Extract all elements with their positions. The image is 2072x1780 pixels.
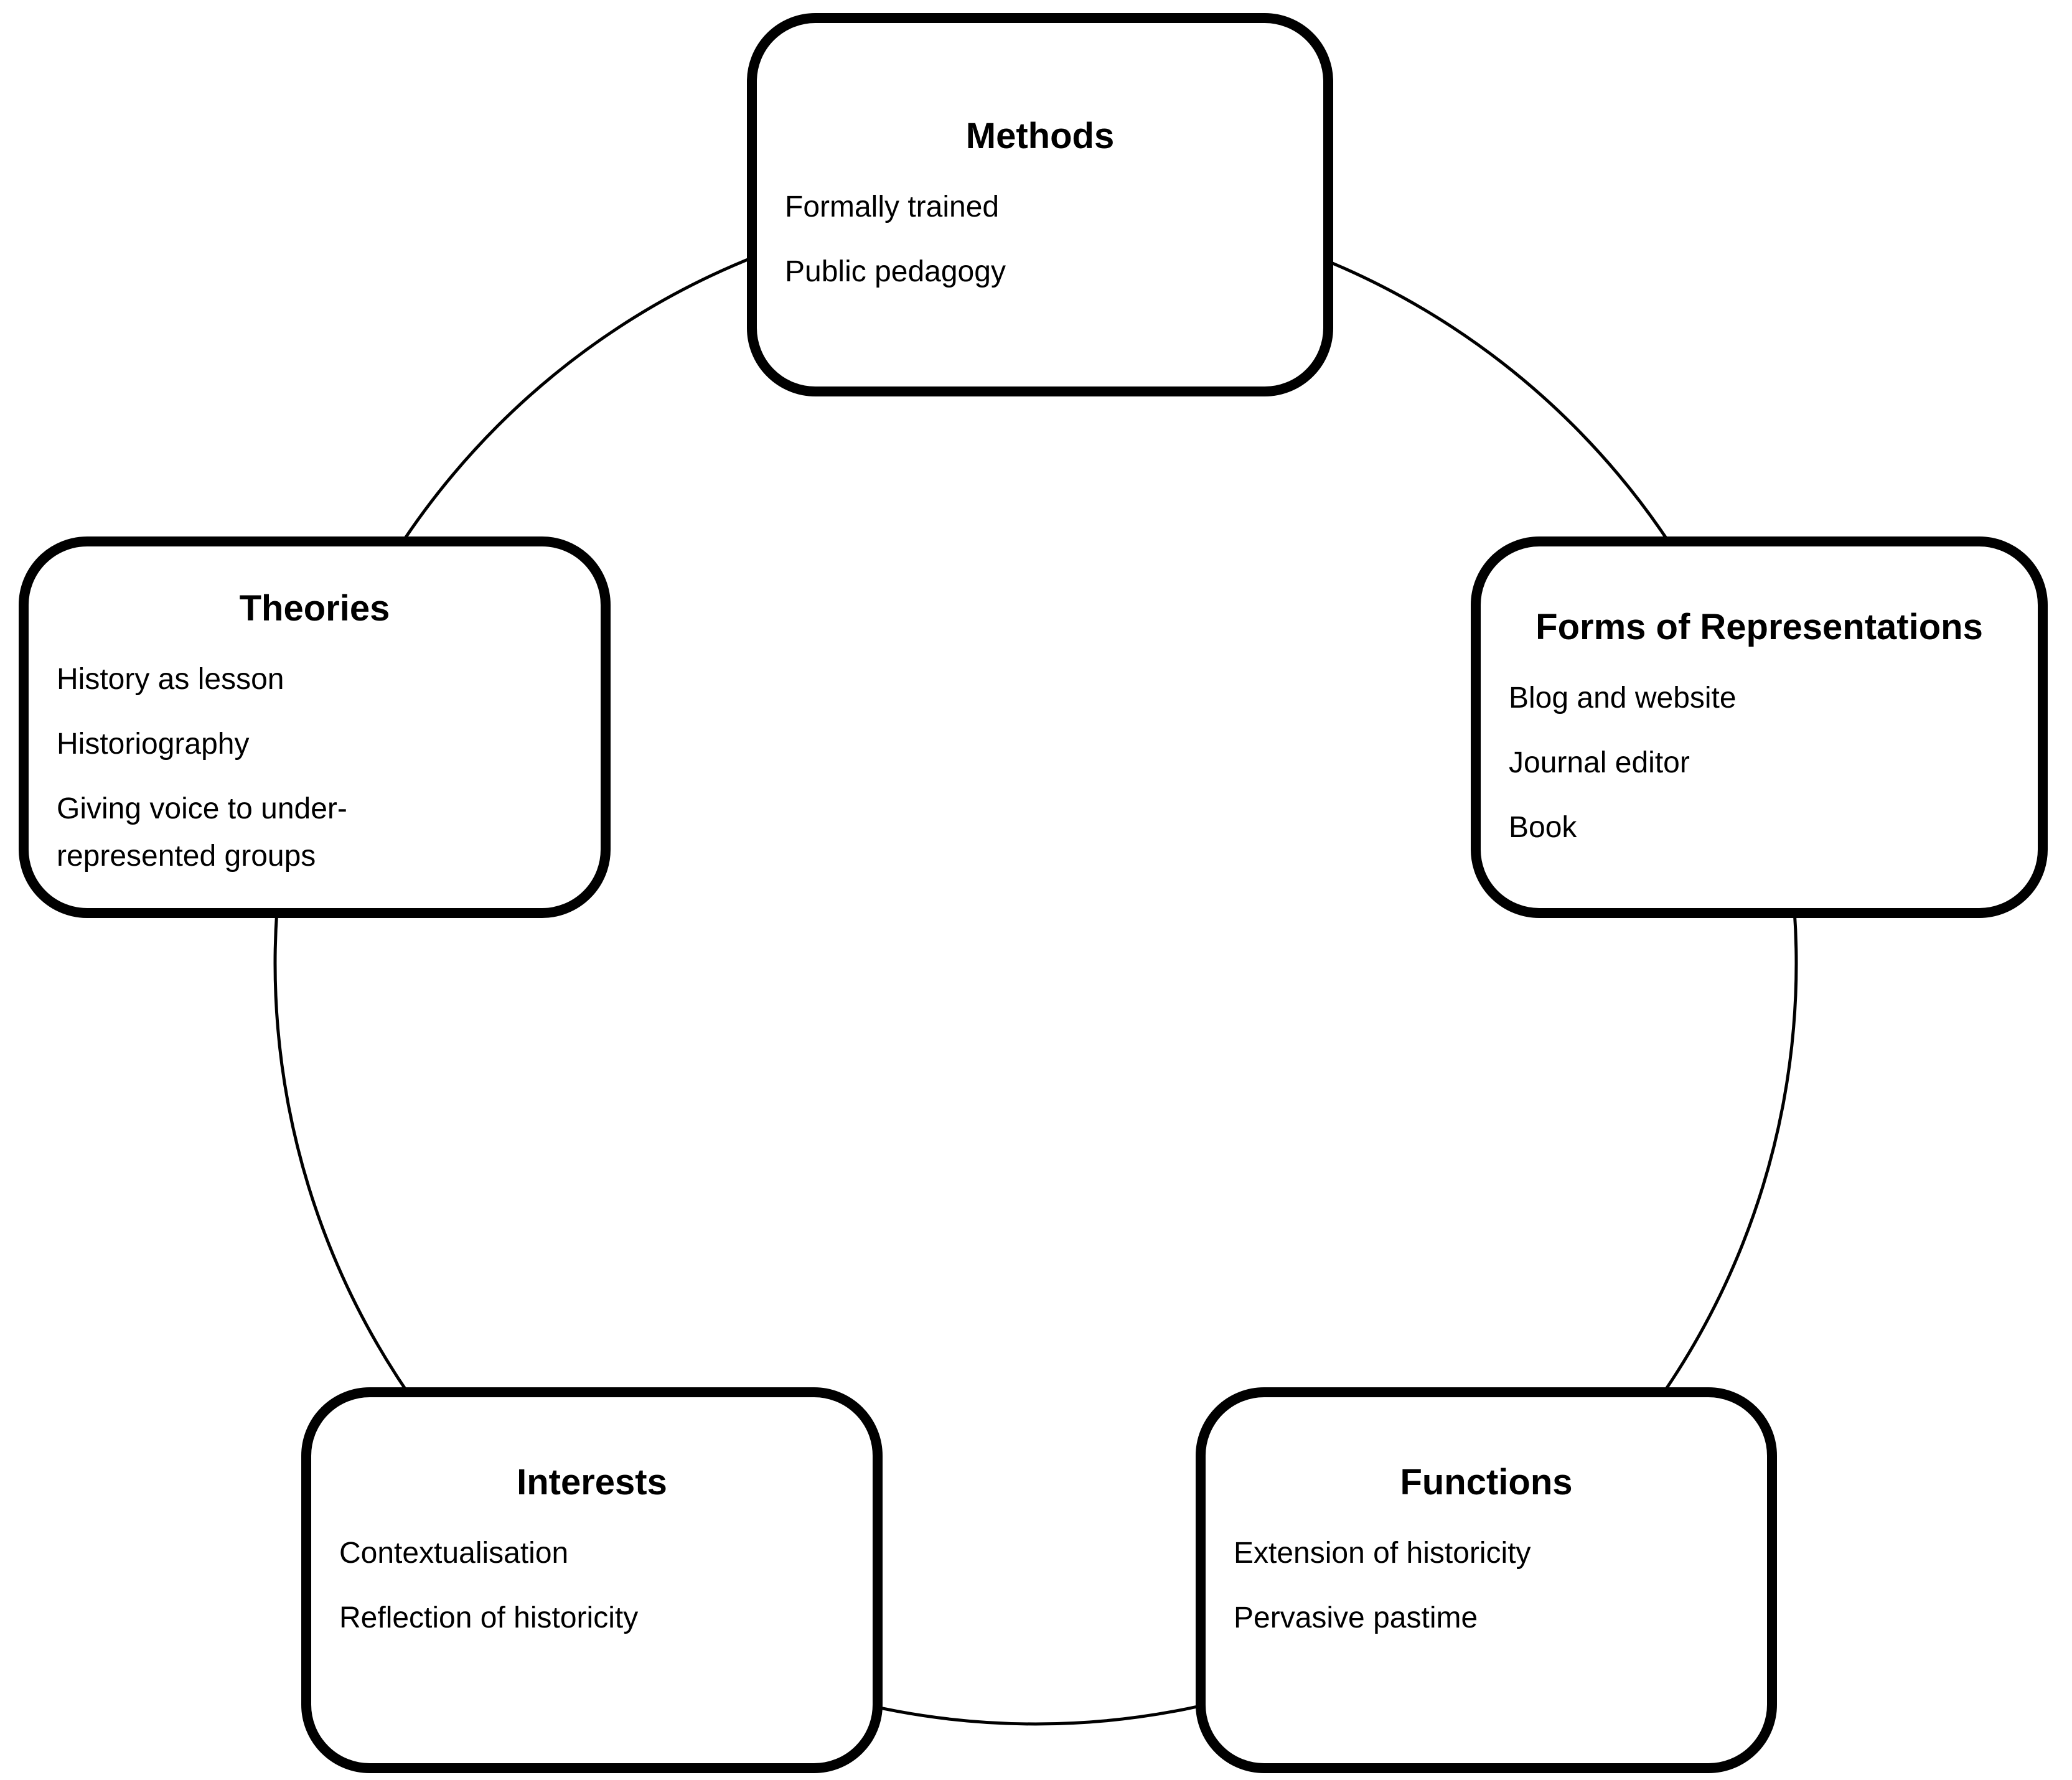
node-forms-item: Blog and website	[1509, 682, 1737, 714]
node-functions: Functions Extension of historicity Perva…	[1196, 1387, 1777, 1773]
node-forms-item: Book	[1509, 811, 1577, 844]
node-interests-item: Reflection of historicity	[339, 1601, 639, 1634]
node-methods-item: Formally trained	[785, 190, 1000, 223]
node-theories: Theories History as lesson Historiograph…	[19, 536, 611, 918]
node-methods-title: Methods	[965, 116, 1115, 156]
node-theories-item: History as lesson	[57, 663, 284, 696]
node-forms-of-representations: Forms of Representations Blog and websit…	[1471, 536, 2048, 918]
node-theories-item-continuation: represented groups	[57, 840, 316, 873]
node-theories-title: Theories	[239, 588, 390, 629]
node-functions-item: Extension of historicity	[1234, 1537, 1531, 1570]
node-interests-item: Contextualisation	[339, 1537, 569, 1570]
node-functions-item: Pervasive pastime	[1234, 1601, 1478, 1634]
node-forms-item: Journal editor	[1509, 746, 1690, 779]
node-methods-item: Public pedagogy	[785, 255, 1006, 288]
node-methods: Methods Formally trained Public pedagogy	[747, 13, 1333, 396]
node-forms-title: Forms of Representations	[1535, 607, 1983, 647]
node-interests: Interests Contextualisation Reflection o…	[301, 1387, 883, 1773]
node-theories-item: Historiography	[57, 728, 250, 761]
node-theories-item: Giving voice to under-	[57, 792, 347, 825]
node-functions-title: Functions	[1400, 1462, 1573, 1502]
node-interests-title: Interests	[517, 1462, 667, 1502]
